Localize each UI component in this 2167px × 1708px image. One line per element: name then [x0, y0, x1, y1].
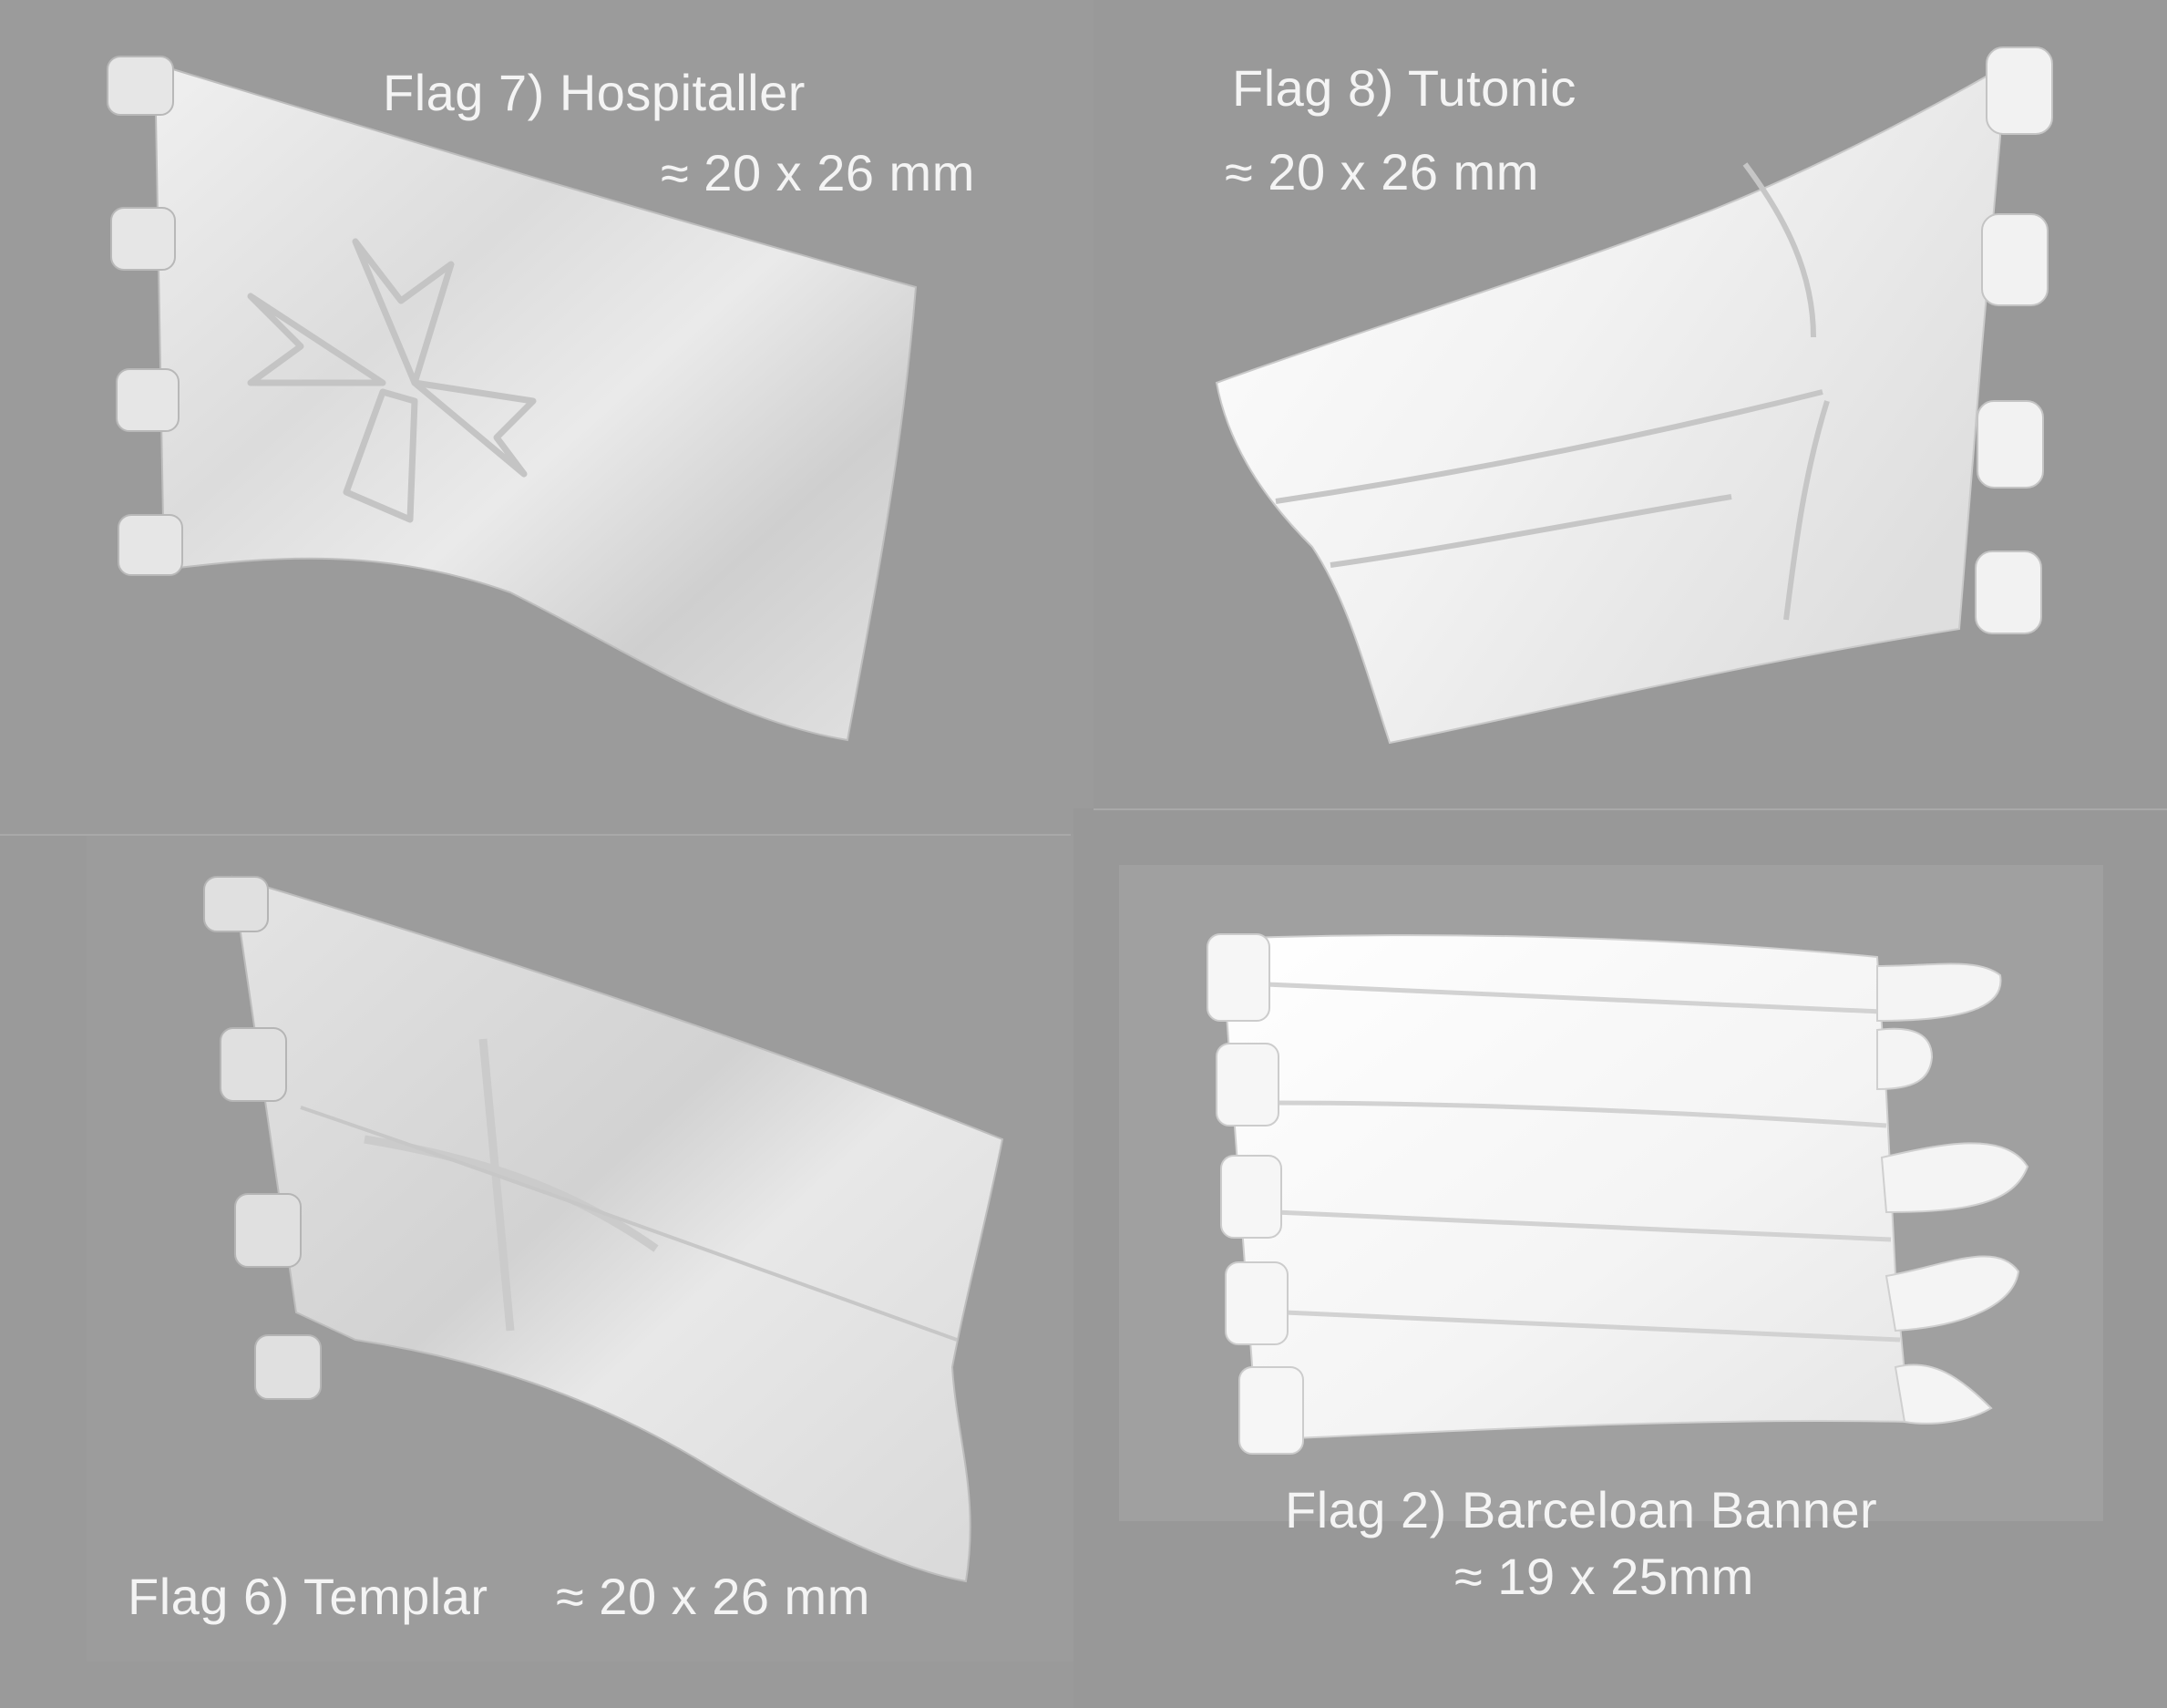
panel-divider: [0, 834, 1071, 836]
panel-divider: [1094, 808, 2167, 810]
teutonic-size: ≈ 20 x 26 mm: [1225, 143, 1539, 201]
barcelona-size: ≈ 19 x 25mm: [1454, 1548, 1754, 1605]
hospitaller-title: Flag 7) Hospitaller: [383, 64, 806, 121]
teutonic-title: Flag 8) Tutonic: [1232, 59, 1576, 117]
hospitaller-size: ≈ 20 x 26 mm: [661, 144, 975, 201]
barcelona-title: Flag 2) Barceloan Banner: [1285, 1481, 1878, 1538]
templar-size: ≈ 20 x 26 mm: [556, 1568, 870, 1625]
templar-title: Flag 6) Templar: [128, 1568, 488, 1625]
